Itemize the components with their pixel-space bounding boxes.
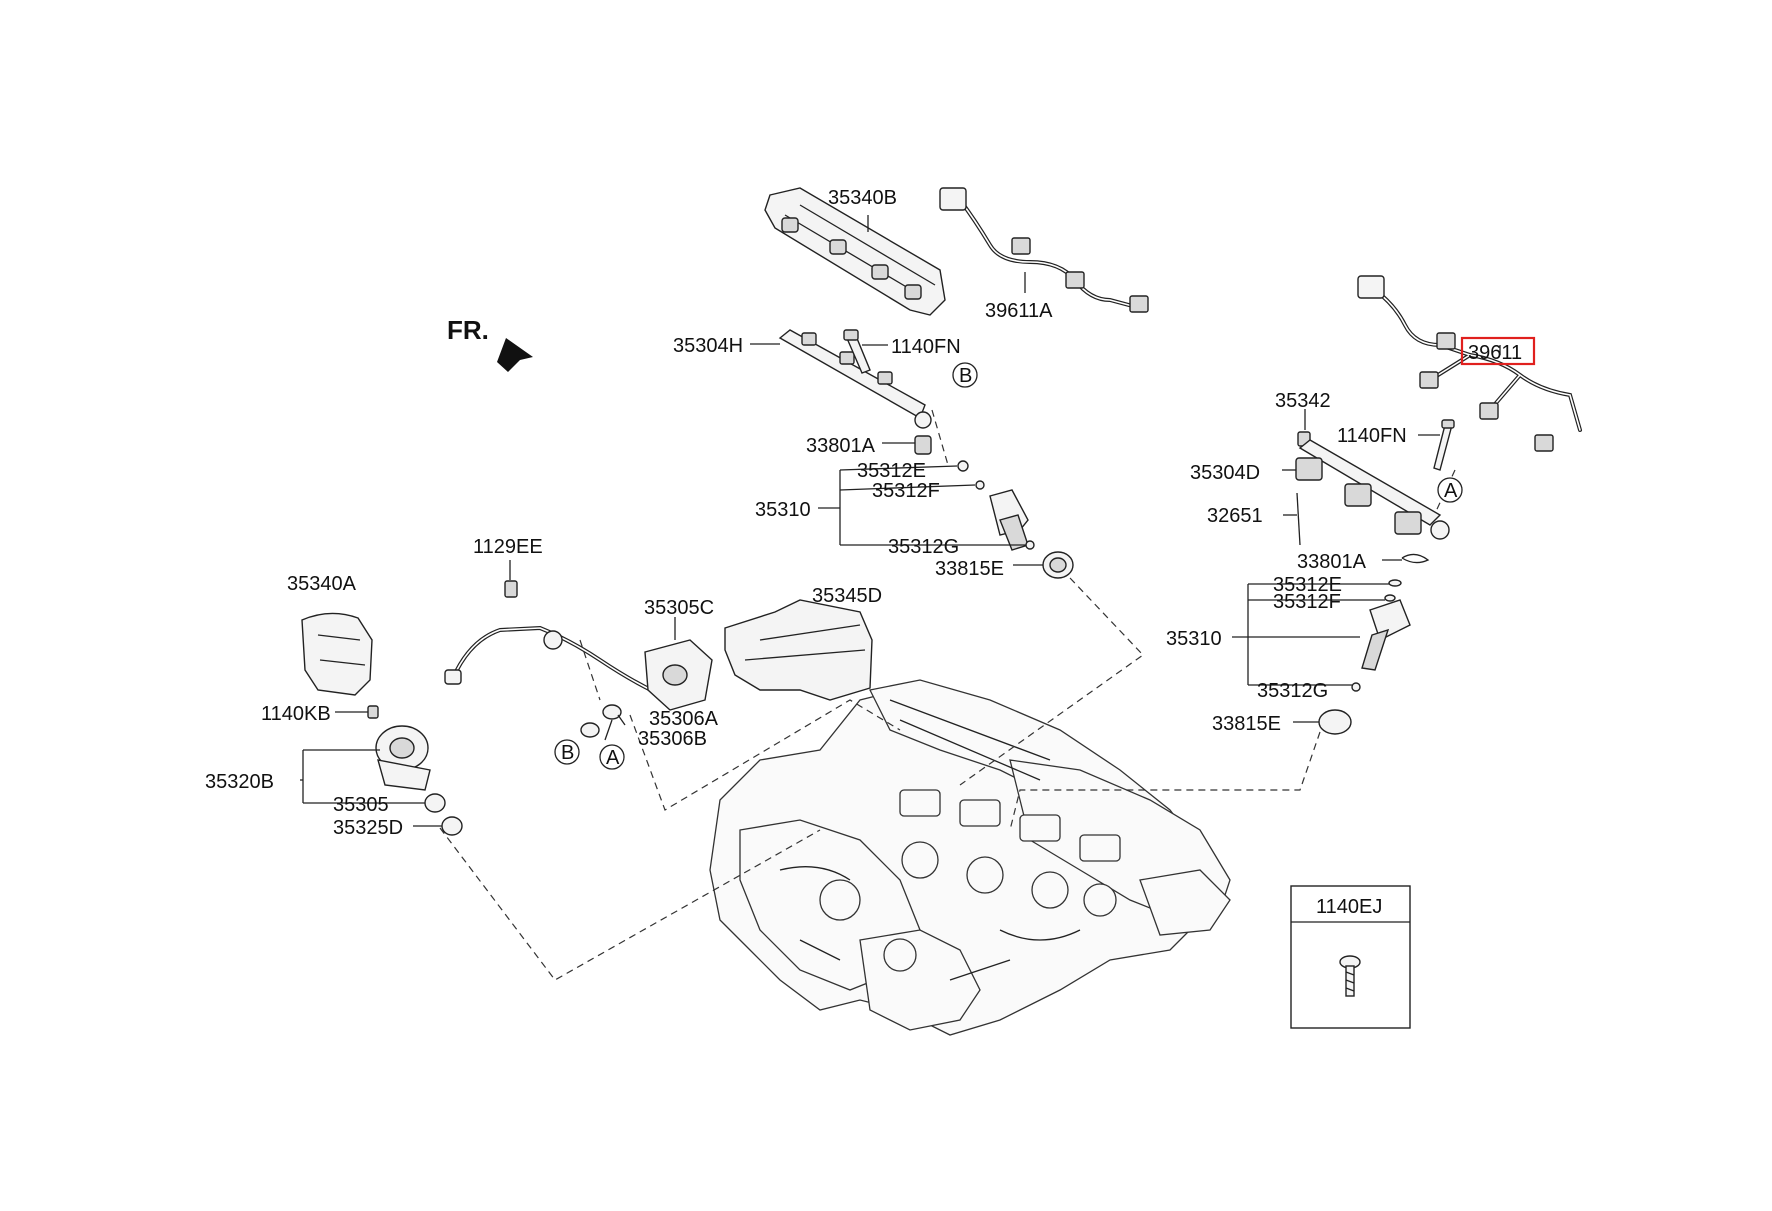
engine-block <box>709 679 1231 1036</box>
callout-a-right-label: A <box>1444 480 1458 502</box>
label-35340B: 35340B <box>828 187 897 209</box>
part-35304D-fuel-rail[interactable] <box>1295 439 1450 540</box>
label-1129EE: 1129EE <box>473 536 543 558</box>
part-33815E-left[interactable] <box>1042 551 1074 579</box>
label-1140FN-right: 1140FN <box>1337 425 1407 447</box>
part-39611-wire-harness[interactable] <box>1357 275 1582 452</box>
label-1140KB: 1140KB <box>261 703 331 725</box>
label-33801A-right: 33801A <box>1297 551 1367 573</box>
label-35312E-right: 35312E <box>1273 574 1342 596</box>
part-injector-right[interactable] <box>1361 599 1411 671</box>
label-35304H: 35304H <box>673 335 743 357</box>
label-leader-lines <box>300 215 1501 827</box>
part-35312G-right[interactable] <box>1351 682 1361 692</box>
label-33815E-left: 33815E <box>935 558 1004 580</box>
label-33815E-right: 33815E <box>1212 713 1281 735</box>
part-1129EE-bolt[interactable] <box>504 580 518 598</box>
part-39611A-wire-harness[interactable] <box>939 187 1149 313</box>
label-39611A: 39611A <box>985 300 1053 322</box>
front-marker: FR. <box>447 315 533 372</box>
callout-b-top-label: B <box>959 365 972 387</box>
label-35320B: 35320B <box>205 771 274 793</box>
label-35305C: 35305C <box>644 597 714 619</box>
part-35312F-left[interactable] <box>975 480 985 490</box>
label-35304D: 35304D <box>1190 462 1260 484</box>
part-1140KB-bolt[interactable] <box>367 705 379 719</box>
part-35312E-left[interactable] <box>957 460 969 472</box>
highlighted-part-39611[interactable]: 39611 <box>1460 336 1536 366</box>
part-33815E-right[interactable] <box>1318 709 1352 735</box>
label-32651: 32651 <box>1207 505 1263 527</box>
label-39611: 39611 <box>1468 342 1522 364</box>
part-35340A-pump-cover[interactable] <box>301 612 373 696</box>
label-35340A: 35340A <box>287 573 357 595</box>
part-32651-pin[interactable] <box>1296 492 1301 546</box>
callout-a-bottom[interactable]: A <box>599 744 625 770</box>
part-35305-oring[interactable] <box>424 793 446 813</box>
part-33801A-right[interactable] <box>1401 553 1430 564</box>
part-35312G-left[interactable] <box>1025 540 1035 550</box>
part-35306A-seal[interactable] <box>602 704 622 720</box>
label-35312E-left: 35312E <box>857 460 926 482</box>
callout-a-right[interactable]: A <box>1437 477 1463 503</box>
part-35320B-fuel-pump[interactable] <box>375 725 431 791</box>
callout-b-bottom[interactable]: B <box>554 739 580 765</box>
part-35306B-seal[interactable] <box>580 722 600 738</box>
label-35345D: 35345D <box>812 585 882 607</box>
bolt-icon <box>1339 955 1361 997</box>
part-labels: 35340B 39611A 35304H 1140FN 33801A 35312… <box>205 187 1407 839</box>
label-35312F-left: 35312F <box>872 480 940 502</box>
label-33801A-left: 33801A <box>806 435 876 457</box>
label-35312G-left: 35312G <box>888 536 959 558</box>
part-injector-left[interactable] <box>989 489 1029 551</box>
part-35304H-fuel-rail[interactable] <box>778 329 932 429</box>
inset-box-1140EJ[interactable]: 1140EJ <box>1290 885 1411 1029</box>
label-35342: 35342 <box>1275 390 1331 412</box>
label-35306A: 35306A <box>649 708 719 730</box>
front-arrow-icon <box>497 338 533 372</box>
part-1140FN-bolt-right[interactable] <box>1433 419 1455 471</box>
front-marker-label: FR. <box>447 315 489 345</box>
part-1140FN-bolt-left[interactable] <box>843 329 871 374</box>
callout-a-bottom-label: A <box>606 747 620 769</box>
label-1140FN-left: 1140FN <box>891 336 961 358</box>
part-35312E-right[interactable] <box>1388 579 1402 587</box>
part-35345D-engine-cover[interactable] <box>724 599 873 701</box>
label-35325D: 35325D <box>333 817 403 839</box>
label-35306B: 35306B <box>638 728 707 750</box>
callout-b-bottom-label: B <box>561 742 574 764</box>
callout-b-top[interactable]: B <box>952 362 978 388</box>
part-35325D-seal[interactable] <box>441 816 463 836</box>
part-33801A-left[interactable] <box>914 435 932 455</box>
part-high-pressure-pipe[interactable] <box>444 625 657 694</box>
label-35312G-right: 35312G <box>1257 680 1328 702</box>
part-35305C-pipe-bracket[interactable] <box>644 639 713 711</box>
label-35310-left: 35310 <box>755 499 811 521</box>
label-35312F-right: 35312F <box>1273 591 1341 613</box>
part-35312F-right[interactable] <box>1384 594 1396 602</box>
label-1140EJ: 1140EJ <box>1316 896 1382 918</box>
part-35340B-rail-cover[interactable] <box>764 187 946 316</box>
label-35305: 35305 <box>333 794 389 816</box>
label-35310-right: 35310 <box>1166 628 1222 650</box>
